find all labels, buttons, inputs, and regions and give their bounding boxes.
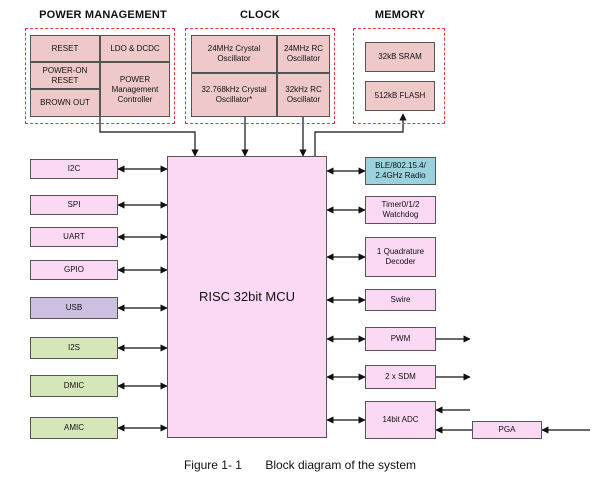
wire-power-to-mcu <box>99 117 199 157</box>
ldo-dcdc-block: LDO & DCDC <box>100 35 170 62</box>
rc-32khz-block: 32kHz RC Oscillator <box>277 73 330 117</box>
dmic-block: DMIC <box>30 375 118 397</box>
power-management-controller-block: POWER Management Controller <box>100 62 170 117</box>
rc-24mhz-block: 24MHz RC Oscillator <box>277 35 330 73</box>
usb-block: USB <box>30 297 118 319</box>
pwm-block: PWM <box>365 327 436 351</box>
flash-block: 512kB FLASH <box>365 81 435 111</box>
radio-block: BLE/802.15.4/ 2.4GHz Radio <box>365 157 436 185</box>
swire-block: Swire <box>365 289 436 311</box>
brown-out-block: BROWN OUT <box>30 89 100 117</box>
clock-title: CLOCK <box>239 9 281 21</box>
power-management-group <box>25 28 175 124</box>
mcu-block: RISC 32bit MCU <box>167 156 327 438</box>
quadrature-decoder-block: 1 Quadrature Decoder <box>365 237 436 277</box>
figure-caption: Figure 1- 1 Block diagram of the system <box>183 458 417 472</box>
power-management-title: POWER MANAGEMENT <box>39 9 167 21</box>
power-on-reset-block: POWER-ON RESET <box>30 62 100 89</box>
memory-title: MEMORY <box>374 9 426 21</box>
reset-block: RESET <box>30 35 100 62</box>
sdm-block: 2 x SDM <box>365 365 436 389</box>
clock-group <box>185 28 335 124</box>
crystal-32khz-block: 32.768kHz Crystal Oscillator* <box>191 73 277 117</box>
adc-block: 14bit ADC <box>365 401 436 439</box>
i2c-block: I2C <box>30 159 118 179</box>
pga-block: PGA <box>472 421 542 439</box>
uart-block: UART <box>30 227 118 247</box>
memory-group <box>353 28 445 124</box>
amic-block: AMIC <box>30 417 118 439</box>
spi-block: SPI <box>30 195 118 215</box>
gpio-block: GPIO <box>30 260 118 280</box>
timer-watchdog-block: Timer0/1/2 Watchdog <box>365 196 436 224</box>
i2s-block: I2S <box>30 337 118 359</box>
sram-block: 32kB SRAM <box>365 42 435 72</box>
crystal-24mhz-block: 24MHz Crystal Oscillator <box>191 35 277 73</box>
